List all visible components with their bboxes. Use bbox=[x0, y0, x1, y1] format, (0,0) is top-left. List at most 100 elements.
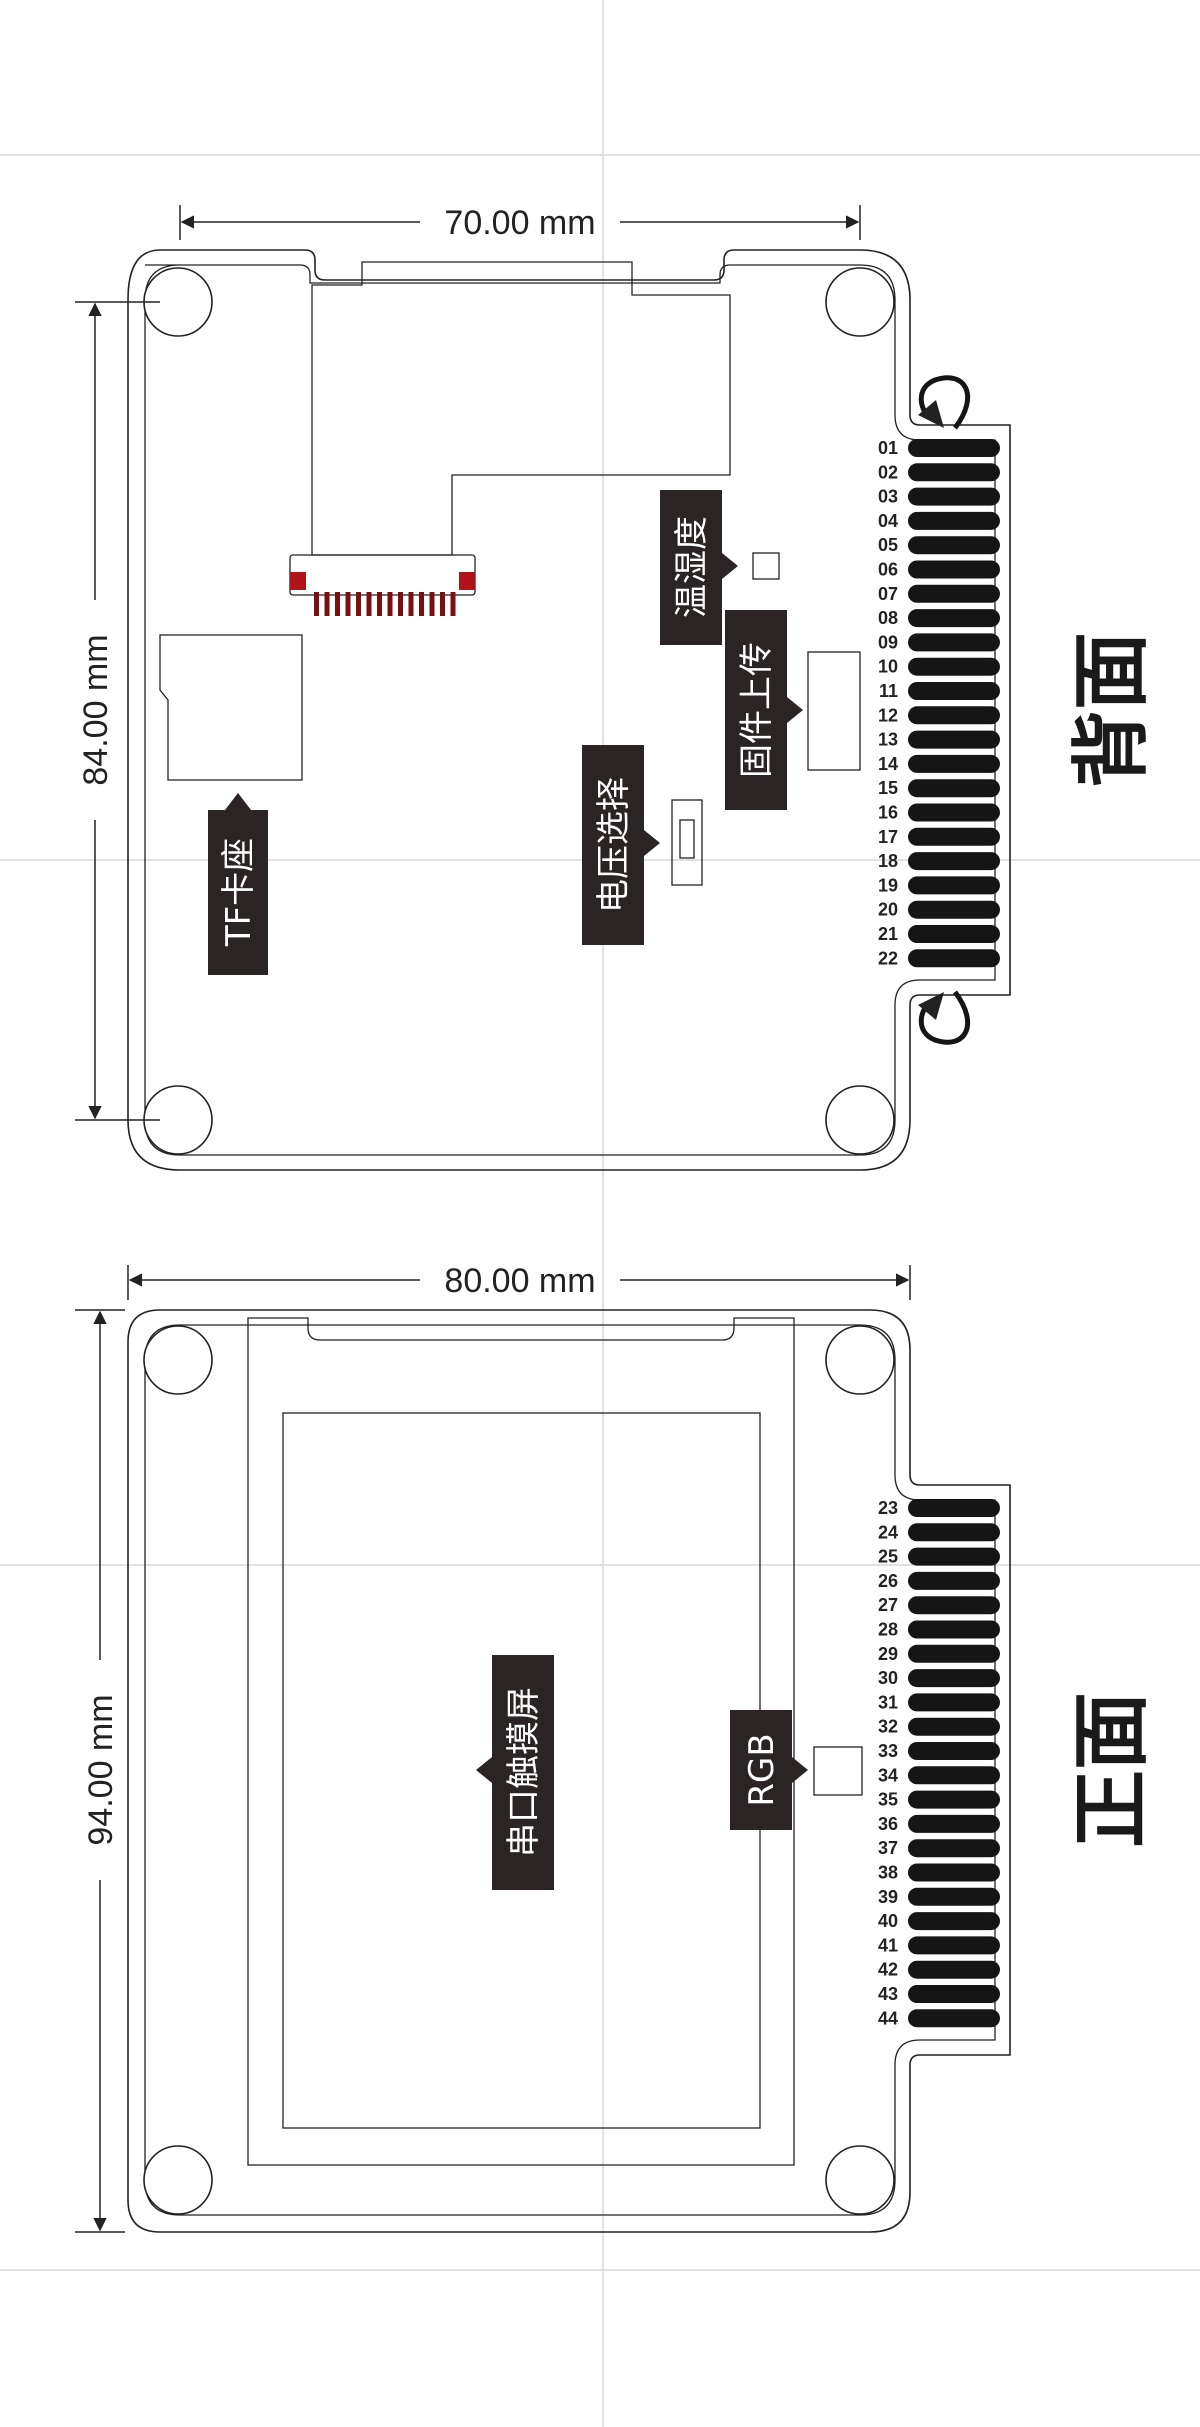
back-pin bbox=[908, 706, 1000, 725]
fpc-pin bbox=[335, 592, 340, 616]
back-pin-number: 10 bbox=[878, 657, 898, 677]
back-pin bbox=[908, 900, 1000, 919]
callout-temp-humidity: 温湿度 bbox=[660, 490, 738, 645]
fpc-pin bbox=[408, 592, 414, 616]
fpc-pin bbox=[450, 592, 456, 616]
front-pin-number: 36 bbox=[878, 1814, 898, 1834]
front-pin-number: 42 bbox=[878, 1960, 898, 1980]
front-pin bbox=[908, 1839, 1000, 1858]
fpc-pin bbox=[366, 592, 372, 616]
front-pin bbox=[908, 1669, 1000, 1688]
curved-arrow-top-icon bbox=[918, 375, 971, 430]
front-pin bbox=[908, 1523, 1000, 1542]
mounting-hole-front-br bbox=[825, 2145, 895, 2215]
front-pin-number: 24 bbox=[878, 1522, 898, 1542]
callout-rgb: RGB bbox=[730, 1710, 808, 1830]
front-pin bbox=[908, 1596, 1000, 1615]
front-width-dimension: 80.00 mm bbox=[127, 1262, 911, 1300]
back-pin-number: 06 bbox=[878, 560, 898, 580]
front-pin bbox=[908, 1814, 1000, 1833]
touch-screen-label: 串口触摸屏 bbox=[504, 1687, 544, 1857]
front-pin-number: 38 bbox=[878, 1863, 898, 1883]
front-pin bbox=[908, 1547, 1000, 1566]
front-height-label: 94.00 mm bbox=[82, 1694, 120, 1845]
curved-arrow-top-head-icon bbox=[918, 400, 944, 428]
fpc-pin bbox=[314, 592, 319, 616]
firmware-upload-port bbox=[807, 651, 861, 771]
front-width-label: 80.00 mm bbox=[444, 1262, 595, 1300]
back-pin-number: 14 bbox=[878, 754, 898, 774]
back-pin bbox=[908, 439, 1000, 457]
back-pin-number: 16 bbox=[878, 803, 898, 823]
back-pin bbox=[908, 949, 1000, 968]
front-pin bbox=[908, 1985, 1000, 2003]
fpc-pad-right bbox=[459, 572, 475, 590]
front-pin bbox=[908, 1742, 1000, 1760]
curved-arrow-bottom-head-icon bbox=[918, 992, 944, 1020]
front-pin-number: 26 bbox=[878, 1571, 898, 1591]
voltage-switch bbox=[671, 799, 703, 886]
front-pin-number: 33 bbox=[878, 1741, 898, 1761]
mounting-hole-front-tl bbox=[143, 1325, 213, 1395]
fpc-pin bbox=[377, 592, 382, 616]
back-pin-number: 22 bbox=[878, 948, 898, 968]
fpc-pin bbox=[324, 592, 330, 616]
callout-firmware-upload: 固件上传 bbox=[725, 610, 803, 810]
front-pin bbox=[908, 1960, 1000, 1979]
front-pin-number: 25 bbox=[878, 1547, 898, 1567]
back-pin-number: 15 bbox=[878, 778, 898, 798]
front-pin-number: 31 bbox=[878, 1692, 898, 1712]
tf-card-slot bbox=[159, 634, 303, 781]
back-pin bbox=[908, 682, 1000, 700]
front-pin-number: 23 bbox=[878, 1498, 898, 1518]
front-pin bbox=[908, 1620, 1000, 1639]
front-pin-number: 40 bbox=[878, 1911, 898, 1931]
front-pin bbox=[908, 1912, 1000, 1931]
back-pin-number: 01 bbox=[878, 438, 898, 458]
front-pin bbox=[908, 2009, 1000, 2028]
voltage-switch-knob bbox=[679, 819, 695, 859]
back-height-dimension: 84.00 mm bbox=[75, 301, 160, 1121]
front-pin bbox=[908, 1717, 1000, 1736]
back-pin bbox=[908, 803, 1000, 822]
back-pin bbox=[908, 876, 1000, 895]
back-height-label: 84.00 mm bbox=[77, 634, 115, 785]
firmware-upload-label: 固件上传 bbox=[737, 642, 777, 778]
front-pin bbox=[908, 1887, 1000, 1906]
front-pin-number: 30 bbox=[878, 1668, 898, 1688]
front-pin-number: 32 bbox=[878, 1717, 898, 1737]
front-edge-pins: 2324252627282930313233343536373839404142… bbox=[878, 1498, 1000, 2028]
back-pin-number: 13 bbox=[878, 730, 898, 750]
fpc-pin bbox=[387, 592, 393, 616]
mounting-hole-back-br bbox=[825, 1085, 895, 1155]
temp-humidity-sensor bbox=[752, 552, 780, 580]
back-pin-number: 19 bbox=[878, 875, 898, 895]
mounting-hole-front-tr bbox=[825, 1325, 895, 1395]
mounting-hole-front-bl bbox=[143, 2145, 213, 2215]
fpc-connector bbox=[289, 554, 476, 596]
back-edge-pins: 0102030405060708091011121314151617181920… bbox=[878, 438, 1000, 968]
callout-touch-screen: 串口触摸屏 bbox=[476, 1655, 554, 1890]
back-pin bbox=[908, 560, 1000, 579]
back-pin bbox=[908, 730, 1000, 749]
front-pin-number: 28 bbox=[878, 1620, 898, 1640]
front-pin bbox=[908, 1936, 1000, 1955]
curved-arrow-bottom-icon bbox=[918, 990, 971, 1045]
back-pin-number: 02 bbox=[878, 462, 898, 482]
front-pin bbox=[908, 1571, 1000, 1590]
back-pin bbox=[908, 657, 1000, 676]
voltage-select-label: 电压选择 bbox=[594, 777, 634, 913]
front-pin-number: 41 bbox=[878, 1935, 898, 1955]
back-view-title: 背面 bbox=[1067, 632, 1157, 788]
front-pin bbox=[908, 1499, 1000, 1517]
back-width-dimension: 70.00 mm bbox=[179, 204, 861, 242]
front-pin-number: 29 bbox=[878, 1644, 898, 1664]
back-width-label: 70.00 mm bbox=[444, 204, 595, 242]
fpc-pin bbox=[398, 592, 403, 616]
front-view-title: 正面 bbox=[1067, 1692, 1157, 1848]
back-pin-number: 07 bbox=[878, 584, 898, 604]
back-pin-number: 11 bbox=[879, 681, 898, 701]
front-pin bbox=[908, 1693, 1000, 1712]
back-pin-number: 21 bbox=[878, 924, 898, 944]
back-pin-number: 12 bbox=[878, 705, 898, 725]
